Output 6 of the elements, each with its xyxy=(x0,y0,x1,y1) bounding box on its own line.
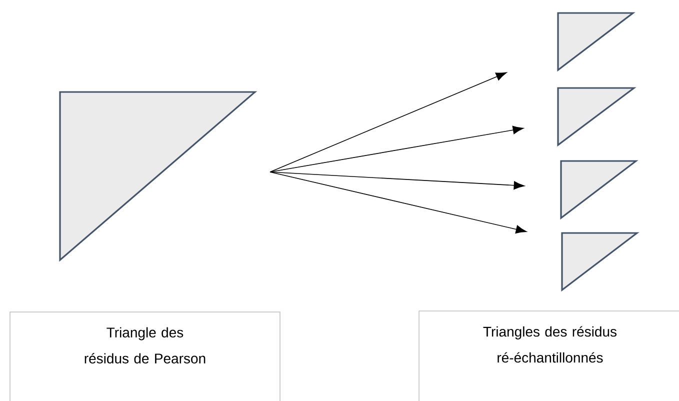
text-box: Triangle des résidus de Pearson xyxy=(10,312,280,401)
arrow xyxy=(270,172,525,190)
arrow xyxy=(270,72,507,172)
arrow xyxy=(270,126,524,172)
text-box: Triangles des résidus ré-échantillonnés xyxy=(418,310,679,401)
arrow xyxy=(270,172,527,234)
